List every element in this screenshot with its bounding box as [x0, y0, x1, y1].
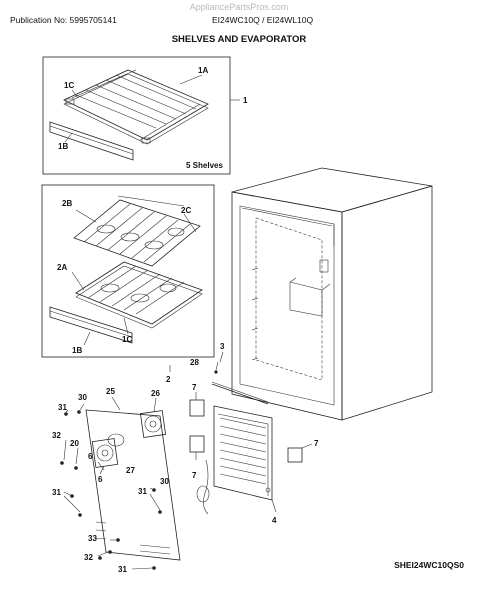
callout-31-top: 31 — [58, 403, 67, 412]
model-numbers: EI24WC10Q / EI24WL10Q — [212, 15, 314, 25]
callout-20: 20 — [70, 439, 79, 448]
rear-panel — [85, 409, 181, 561]
callout-1c-lower: 1C — [122, 335, 132, 344]
shelf-group-1: 1A 1C 1B 1 5 Shelves — [42, 56, 248, 175]
callout-3: 3 — [220, 342, 225, 351]
callout-30-top: 30 — [78, 393, 87, 402]
screw-30-top — [77, 410, 81, 414]
callout-6-upper: 6 — [88, 452, 93, 461]
screw-icon — [214, 370, 218, 374]
callout-6-lower: 6 — [98, 475, 103, 484]
callout-1b-lower: 1B — [72, 346, 82, 355]
cabinet-icon — [231, 167, 433, 421]
publication-number: Publication No: 5995705141 — [10, 15, 117, 25]
callout-2c: 2C — [181, 206, 191, 215]
shelf-group-2: 2B 2C 2A 1C 1B 2 — [41, 184, 215, 384]
callout-31-left: 31 — [52, 488, 61, 497]
block-7-right — [287, 447, 303, 463]
callout-2b: 2B — [62, 199, 72, 208]
callout-4: 4 — [272, 516, 277, 525]
shelf-box-1 — [42, 56, 231, 175]
front-trim-1b — [49, 121, 134, 161]
shelf-count-note: 5 Shelves — [186, 161, 223, 170]
callout-33: 33 — [88, 534, 97, 543]
watermark: AppliancePartsPros.com — [189, 2, 289, 12]
evaporator-icon — [213, 405, 273, 501]
callout-32-top: 32 — [52, 431, 61, 440]
fan-assembly-icon — [91, 410, 167, 468]
front-trim-1b-lower — [49, 306, 133, 344]
callout-2a: 2A — [57, 263, 67, 272]
block-7-top — [189, 399, 205, 417]
callout-1: 1 — [243, 96, 248, 105]
callout-31-right: 31 — [138, 487, 147, 496]
callout-7-right: 7 — [314, 439, 319, 448]
block-7-mid — [189, 435, 205, 453]
callout-1c: 1C — [64, 81, 74, 90]
lower-rack-icon — [75, 261, 203, 329]
tube-assembly — [196, 459, 210, 515]
diagram-code: SHEI24WC10QS0 — [394, 560, 464, 570]
rear-leaders — [63, 396, 161, 570]
wine-rack-shelf-icon — [63, 69, 209, 145]
callout-1a: 1A — [198, 66, 208, 75]
callout-7-mid: 7 — [192, 471, 197, 480]
diagram-title: SHELVES AND EVAPORATOR — [171, 34, 307, 45]
upper-rack-icon — [73, 199, 201, 267]
rear-cover-25 — [85, 409, 181, 561]
callout-1b: 1B — [58, 142, 68, 151]
callout-31-bottom: 31 — [118, 565, 127, 574]
callout-7-top: 7 — [192, 383, 197, 392]
insulation-blocks — [189, 392, 313, 513]
callout-27: 27 — [126, 466, 135, 475]
drain-tube-28 — [211, 383, 269, 405]
callout-28: 28 — [190, 358, 199, 367]
callout-25: 25 — [106, 387, 115, 396]
callout-30-right: 30 — [160, 477, 169, 486]
callout-26: 26 — [151, 389, 160, 398]
shelf-box-2 — [41, 184, 215, 358]
callout-32-bottom: 32 — [84, 553, 93, 562]
callout-2: 2 — [166, 375, 171, 384]
drain-parts: 3 28 — [190, 342, 269, 405]
